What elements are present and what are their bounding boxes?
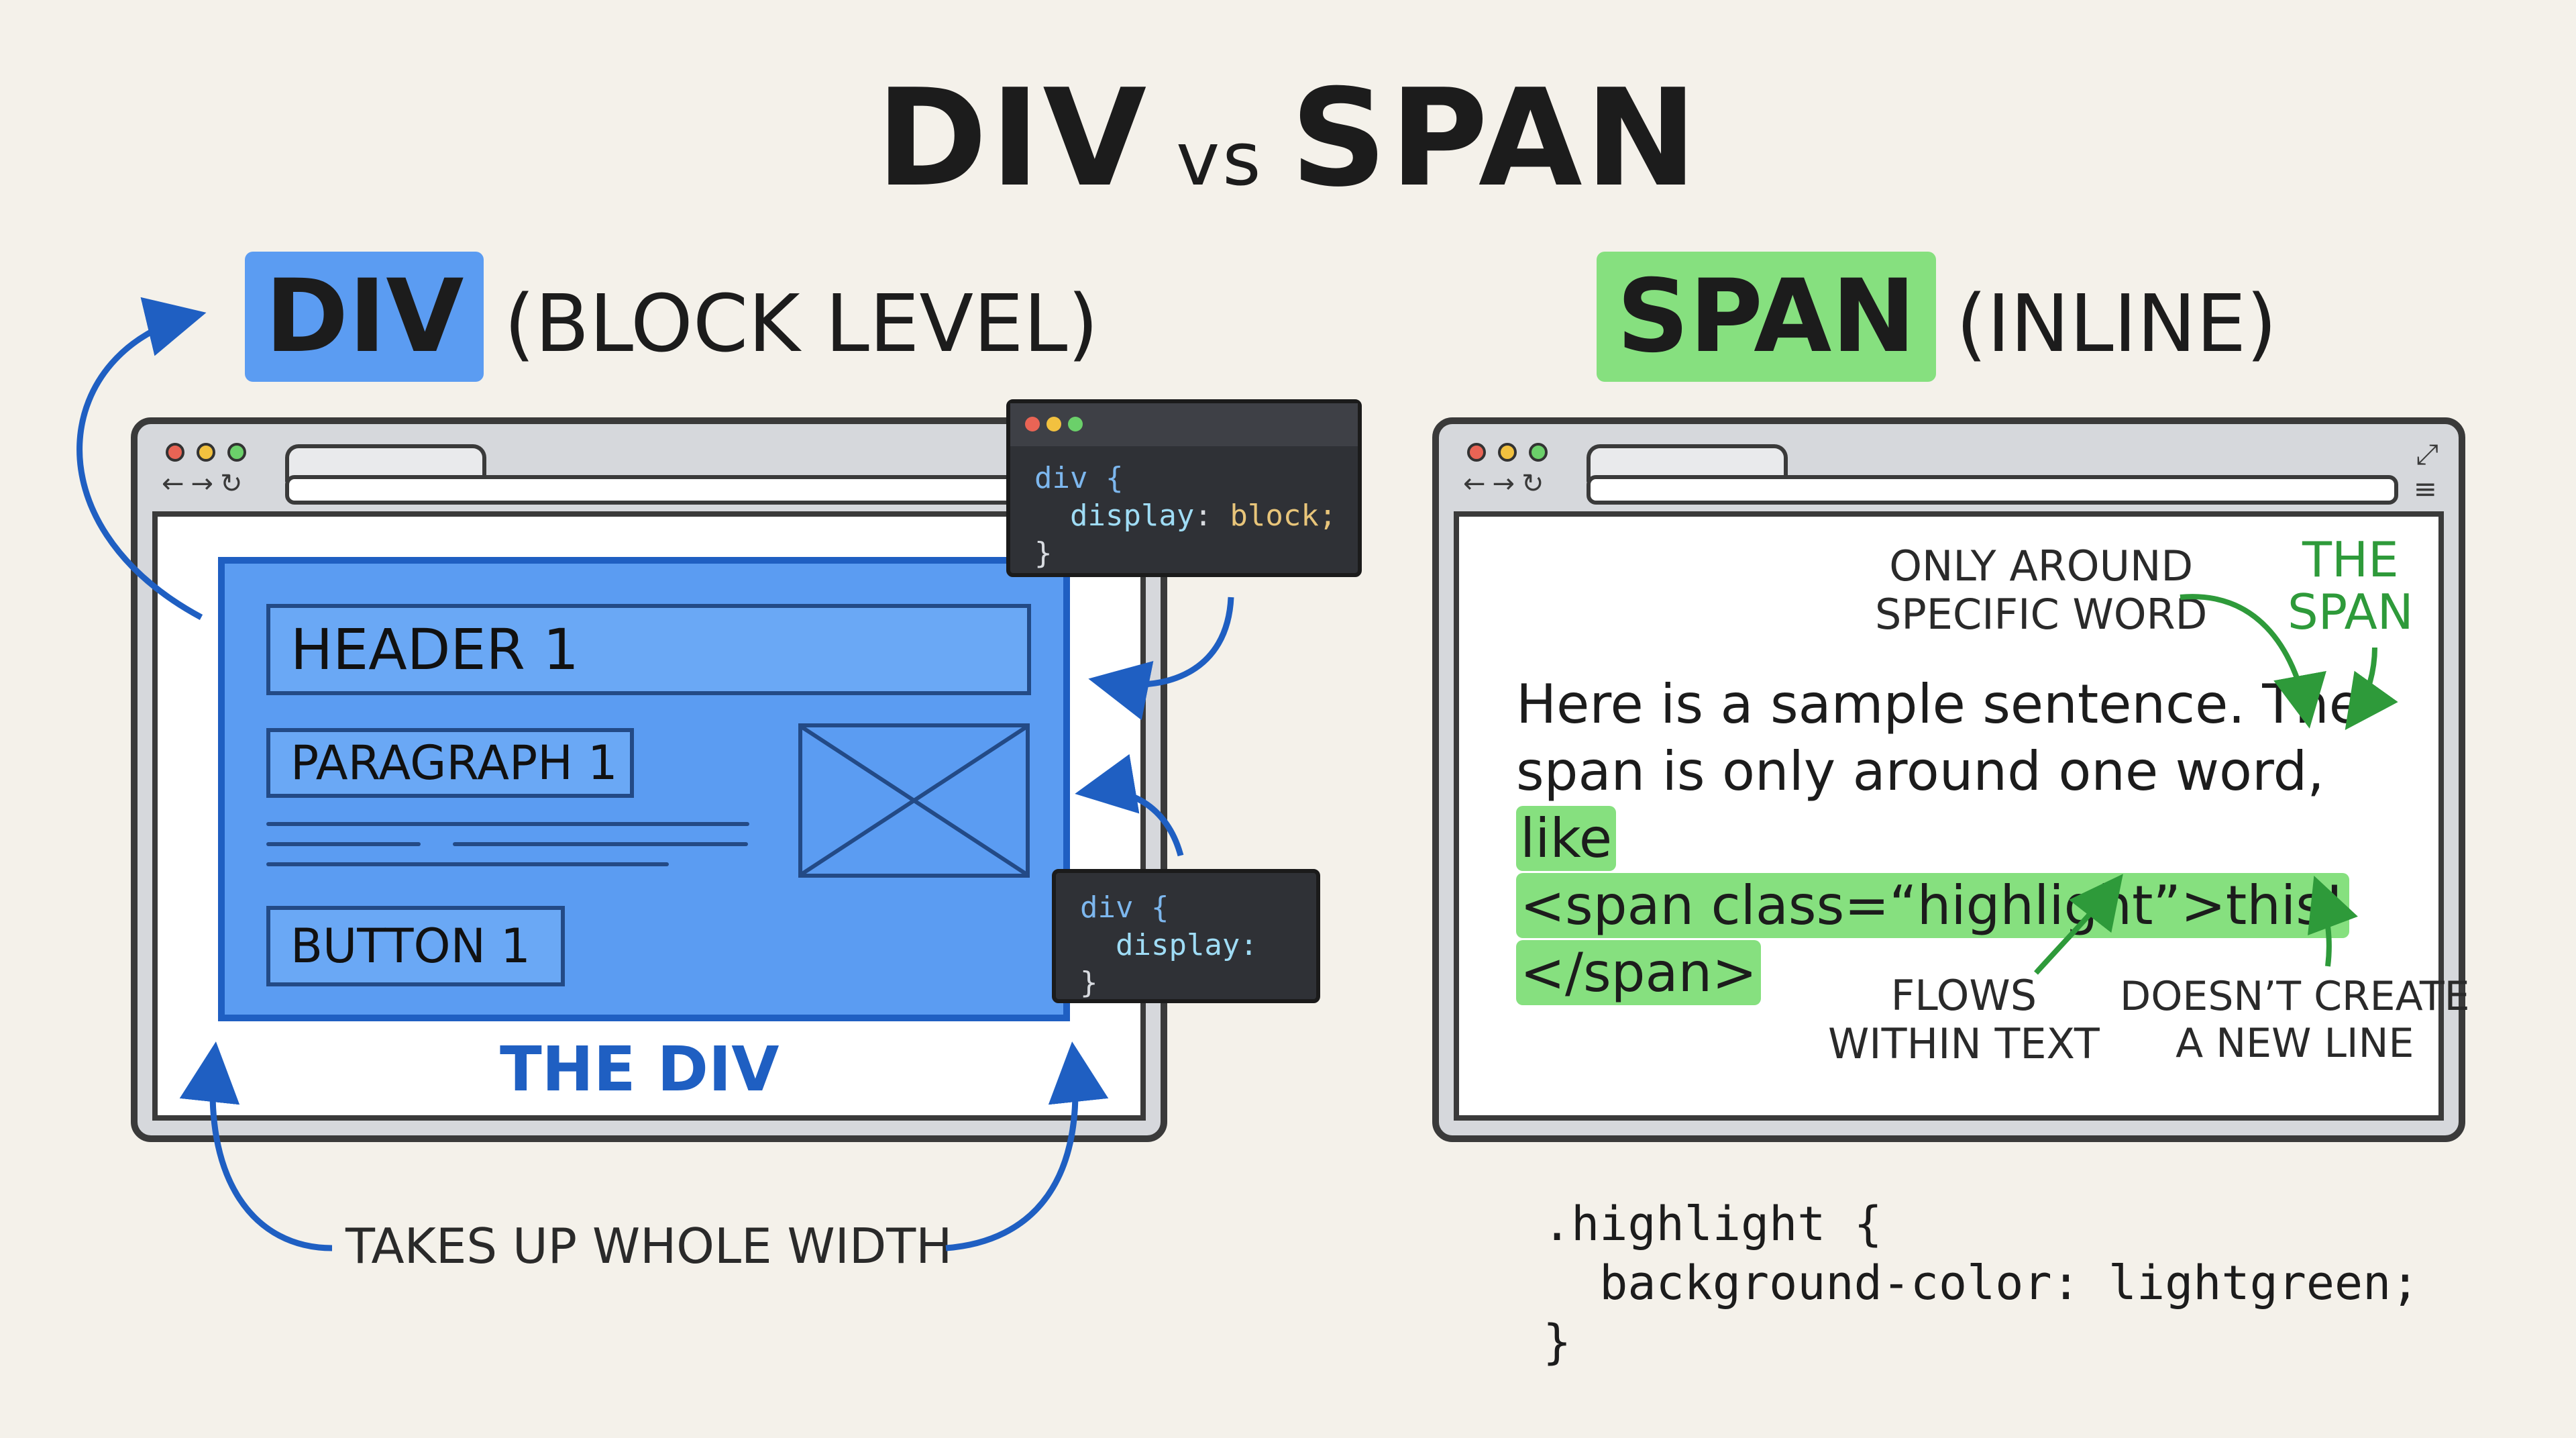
maximize-dot-icon <box>1068 417 1083 431</box>
expand-icon: ⤢ <box>2416 438 2438 470</box>
nav-icons: ←→↻ <box>162 468 250 499</box>
close-dot-icon <box>166 443 184 462</box>
div-block-box: HEADER 1 PARAGRAPH 1 BUTTON 1 <box>218 557 1070 1021</box>
url-bar <box>285 475 1134 505</box>
close-dot-icon <box>1025 417 1040 431</box>
main-title: DIV vs SPAN <box>0 60 2576 217</box>
span-heading-tag: SPAN <box>1597 252 1936 382</box>
span-browser-window: ←→↻ ⤢ ≡ <box>1432 417 2465 1142</box>
arrow-new-line <box>2308 876 2358 967</box>
arrow-to-like-2 <box>2345 647 2398 731</box>
the-div-caption: THE DIV <box>500 1033 780 1105</box>
takes-whole-width-note: TAKES UP WHOLE WIDTH <box>345 1218 953 1274</box>
flows-within-text-note: FLOWS WITHIN TEXT <box>1828 971 2100 1068</box>
arrow-from-code-box-2 <box>1075 754 1184 857</box>
div-heading-tag: DIV <box>245 252 484 382</box>
div-css-code-box-2: div { display: } <box>1052 869 1320 1003</box>
span-heading-sub: (INLINE) <box>1955 277 2277 370</box>
nav-icons: ←→↻ <box>1463 468 1551 499</box>
minimize-dot-icon <box>197 443 215 462</box>
arrow-to-like-1 <box>2180 594 2326 729</box>
menu-icon: ≡ <box>2413 472 2437 505</box>
arrow-width-left <box>179 1041 333 1251</box>
arrow-from-code-box <box>1088 597 1234 721</box>
text-line <box>266 842 421 846</box>
image-placeholder <box>798 723 1030 878</box>
back-arrow-icon: ← <box>1463 468 1493 499</box>
maximize-dot-icon <box>227 443 246 462</box>
sentence-highlight-like: like <box>1516 806 1617 871</box>
arrow-flows <box>2034 874 2123 975</box>
main-title-vs: vs <box>1176 116 1264 202</box>
url-bar <box>1587 475 2398 505</box>
sentence-highlight-tag: <span class=“highlight”>this! <box>1516 873 2349 938</box>
header-1-block: HEADER 1 <box>266 604 1031 695</box>
close-dot-icon <box>1467 443 1486 462</box>
sample-sentence: Here is a sample sentence. The span is o… <box>1516 671 2415 1007</box>
arrow-width-right <box>945 1041 1109 1251</box>
highlight-css-snippet: .highlight { background-color: lightgree… <box>1543 1196 2420 1370</box>
span-browser-viewport <box>1454 511 2444 1121</box>
forward-arrow-icon: → <box>1492 468 1522 499</box>
forward-arrow-icon: → <box>191 468 221 499</box>
span-section-heading: SPAN(INLINE) <box>1597 252 2277 382</box>
paragraph-1-block: PARAGRAPH 1 <box>266 728 634 798</box>
minimize-dot-icon <box>1498 443 1517 462</box>
text-line <box>453 842 748 846</box>
div-heading-sub: (BLOCK LEVEL) <box>504 277 1099 370</box>
text-line <box>266 862 669 866</box>
div-css-code-2: div { display: } <box>1080 890 1258 1000</box>
no-new-line-note: DOESN’T CREATE A NEW LINE <box>2120 973 2470 1067</box>
only-around-word-note: ONLY AROUND SPECIFIC WORD <box>1875 542 2208 639</box>
div-css-code: div { display: block; } <box>1034 461 1337 570</box>
reload-icon: ↻ <box>1521 468 1551 499</box>
reload-icon: ↻ <box>220 468 250 499</box>
main-title-span: SPAN <box>1290 60 1701 217</box>
sentence-plain-text: Here is a sample sentence. The span is o… <box>1516 673 2362 803</box>
main-title-div: DIV <box>875 60 1150 217</box>
sentence-highlight-close: </span> <box>1516 940 1762 1005</box>
div-css-code-box: div { display: block; } <box>1006 399 1362 577</box>
text-line <box>266 822 749 826</box>
maximize-dot-icon <box>1529 443 1548 462</box>
back-arrow-icon: ← <box>162 468 191 499</box>
button-1-block: BUTTON 1 <box>266 906 565 986</box>
div-section-heading: DIV(BLOCK LEVEL) <box>245 252 1099 382</box>
the-span-note: THE SPAN <box>2288 531 2414 640</box>
minimize-dot-icon <box>1046 417 1061 431</box>
arrow-to-div-heading <box>76 297 207 620</box>
